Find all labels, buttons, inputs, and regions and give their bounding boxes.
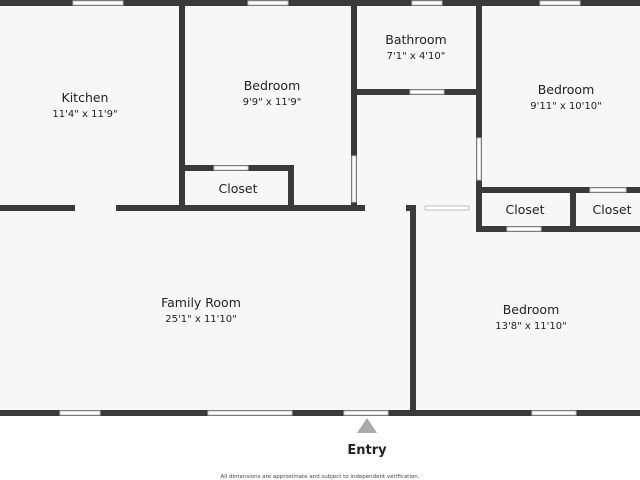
bedroom-b-dims: 9'11" x 10'10" xyxy=(530,101,602,112)
kitchen-dims: 11'4" x 11'9" xyxy=(52,109,117,120)
kitchen-name: Kitchen xyxy=(62,90,109,105)
bedroom-a-dims: 9'9" x 11'9" xyxy=(243,97,302,108)
walls xyxy=(0,0,640,416)
closet-b-name: Closet xyxy=(506,202,545,217)
disclaimer: All dimensions are approximate and subje… xyxy=(221,474,420,480)
bedroom-c-dims: 13'8" x 11'10" xyxy=(495,321,567,332)
closet-c-name: Closet xyxy=(593,202,632,217)
windows xyxy=(59,0,627,416)
family-room-dims: 25'1" x 11'10" xyxy=(165,314,237,325)
bedroom-a-name: Bedroom xyxy=(244,78,301,93)
bedroom-b-name: Bedroom xyxy=(538,82,595,97)
closet-a-name: Closet xyxy=(219,181,258,196)
entry-arrow-icon xyxy=(357,418,377,433)
bathroom-dims: 7'1" x 4'10" xyxy=(387,51,446,62)
bedroom-c-name: Bedroom xyxy=(503,302,560,317)
entry-label: Entry xyxy=(347,443,387,458)
bathroom-name: Bathroom xyxy=(385,32,446,47)
family-room-name: Family Room xyxy=(161,295,241,310)
